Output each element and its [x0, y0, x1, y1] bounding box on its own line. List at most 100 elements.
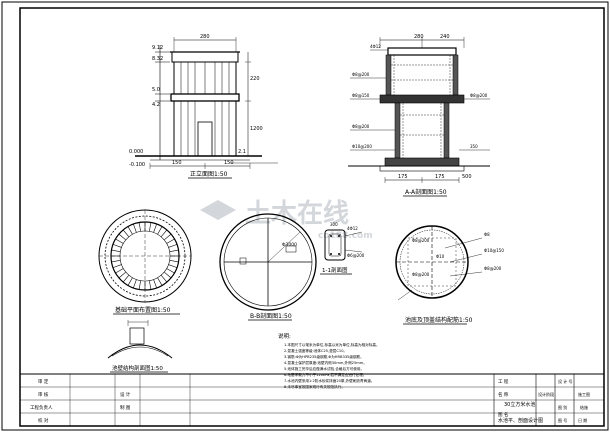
rebar-spoke [118, 271, 127, 279]
rebar-spoke [169, 260, 179, 263]
rebar-spoke [133, 279, 137, 289]
watermark: 土木在线 co188.com [200, 199, 373, 241]
ring-beam [170, 93, 240, 102]
rebar-label: Φ6@200 [347, 253, 365, 258]
dim-label: 300 [330, 222, 338, 227]
notes-title: 说明: [278, 332, 291, 340]
rebar-spoke [168, 244, 178, 248]
notes-line: 3.钢筋:Φ为HPB235级钢筋,Φ为HRB335级钢筋。 [284, 354, 364, 359]
notes-line: 7.水池内壁采用1:2防水砂浆抹面20厚,外壁刷沥青两道。 [284, 378, 374, 383]
notes-line: 8.未尽事宜按国家现行有关规范执行。 [284, 384, 345, 389]
elev-label: 0.000 [129, 149, 143, 155]
dim-label: 2.1 [238, 149, 246, 155]
title-cell-label: 校 对 [38, 417, 49, 424]
drawing-caption: 池底及顶盖结构配筋1:50 [405, 316, 473, 324]
dim-label: 240 [440, 34, 450, 40]
rebar-spoke [118, 233, 127, 241]
rebar-spoke [122, 274, 130, 283]
rebar-label: Φ8@200 [352, 72, 370, 77]
title-cell-label: 设 计 号 [558, 378, 573, 384]
rebar-spoke [122, 229, 130, 238]
wall-detail: 池壁结构剖面图1:50 [107, 320, 173, 373]
rebar-label: 4Φ12 [370, 44, 381, 49]
dim-label: 280 [414, 34, 424, 40]
dim-label: 175 [398, 174, 408, 180]
rebar-spoke [157, 226, 163, 235]
rebar-label: Φ8@200 [484, 266, 502, 271]
rebar-label: Φ8@200 [352, 124, 370, 129]
title-cell-label: 审 定 [38, 378, 49, 385]
dim-label: 350 [470, 144, 478, 149]
title-cell-label: 名 称 [498, 391, 509, 398]
rebar-spoke [160, 274, 168, 283]
rebar-label: Φ10@150 [484, 248, 504, 253]
title-cell-label: 图 名 [498, 411, 508, 418]
base-plan: 基础平面布置图1:50 [98, 209, 192, 315]
notes-line: 2.混凝土强度等级:池体C25,垫层C10。 [284, 348, 347, 353]
section-aa: 280 240 4Φ12 Φ8@200 Φ8@150 Φ8@200 Φ10@20… [348, 34, 490, 197]
dim-label: Φ3000 [282, 242, 297, 248]
drawing-caption: B-B剖面图1:50 [250, 312, 292, 320]
rebar-spoke [112, 244, 122, 248]
dim-label: 280 [200, 34, 210, 40]
elev-label: 4.2 [152, 102, 160, 108]
rebar-spoke [111, 249, 121, 252]
rebar-spokes [111, 222, 179, 290]
base-slab [384, 157, 460, 167]
title-cell-label: 图 别 [558, 404, 567, 410]
elev-label: 8.32 [152, 56, 163, 62]
rebar-spoke [163, 233, 172, 241]
rebar-label: Φ8@200 [470, 93, 488, 98]
drawing-caption: 池壁结构剖面图1:50 [112, 364, 163, 372]
notes-line: 5.池体施工完毕后应做满水试验,合格后方可使用。 [284, 366, 364, 371]
rebar-spoke [163, 271, 172, 279]
dim-label: 175 [435, 174, 445, 180]
drawing-caption: 正立面图1:50 [190, 170, 228, 178]
rebar-label: Φ8@200 [412, 272, 430, 277]
front-elevation: 9.12 8.32 5.0 4.2 0.000 -0.100 280 150 1… [129, 34, 278, 179]
drawing-title: 水池平、剖面设计图 [498, 417, 543, 424]
dim-label: 150 [224, 160, 234, 166]
section-bb: Φ3000 B-B剖面图1:50 [219, 213, 317, 321]
rebar-label: Φ10 [436, 254, 445, 259]
rebar-spoke [111, 260, 121, 263]
notes-line: 1.本图尺寸以毫米为单位,标高以米为单位,标高为相对标高。 [284, 342, 380, 347]
section-11: 4Φ12 Φ6@200 300 1-1剖面图 [320, 222, 365, 275]
dim-label: 150 [172, 160, 182, 166]
rebar-spoke [166, 268, 175, 274]
watermark-logo-icon [200, 200, 236, 220]
rebar-label: Φ8@150 [352, 93, 370, 98]
rebar-spoke [127, 226, 133, 235]
rebar-spoke [149, 222, 152, 232]
title-cell-label: 审 核 [38, 391, 49, 398]
drawing-caption: A-A剖面图1:50 [405, 188, 447, 196]
rebar-spoke [169, 249, 179, 252]
design-notes: 说明: 1.本图尺寸以毫米为单位,标高以米为单位,标高为相对标高。 2.混凝土强… [278, 332, 380, 389]
dim-label: 1200 [250, 126, 263, 132]
title-cell-label: 设计阶段 [538, 391, 554, 397]
title-block: 审 定 审 核 工程负责人 校 对 设 计 制 图 工 程 名 称 图 名 30… [19, 373, 605, 427]
title-cell-label: 图 号 [558, 417, 567, 423]
bottom-reinforcement: Φ8 Φ10@150 Φ8@200 Φ8@200 Φ10 Φ8@200 池底及顶… [395, 225, 504, 325]
rebar-spoke [115, 238, 124, 244]
tank-cap [171, 51, 239, 63]
title-cell-label: 工程负责人 [30, 404, 53, 411]
title-cell-label: 设 计 [120, 391, 131, 398]
title-cell-label: 日 期 [578, 417, 587, 423]
rebar-label: Φ8 [484, 232, 490, 237]
rebar-spoke [168, 264, 178, 268]
elev-label: 9.12 [152, 45, 163, 51]
section-ring-beam [379, 94, 465, 104]
drawing-caption: 1-1剖面图 [322, 266, 348, 274]
notes-line: 4.混凝土保护层厚度:池壁内侧30mm,外侧25mm。 [284, 360, 367, 365]
dim-label: 220 [250, 76, 260, 82]
rebar-spoke [138, 280, 141, 290]
rebar-label: Φ8@200 [412, 238, 430, 243]
title-cell-label: 工 程 [498, 378, 509, 385]
rebar-spoke [157, 277, 163, 286]
elev-label: 5.0 [152, 87, 160, 93]
rebar-spoke [133, 223, 137, 233]
roof-slab [387, 47, 457, 56]
